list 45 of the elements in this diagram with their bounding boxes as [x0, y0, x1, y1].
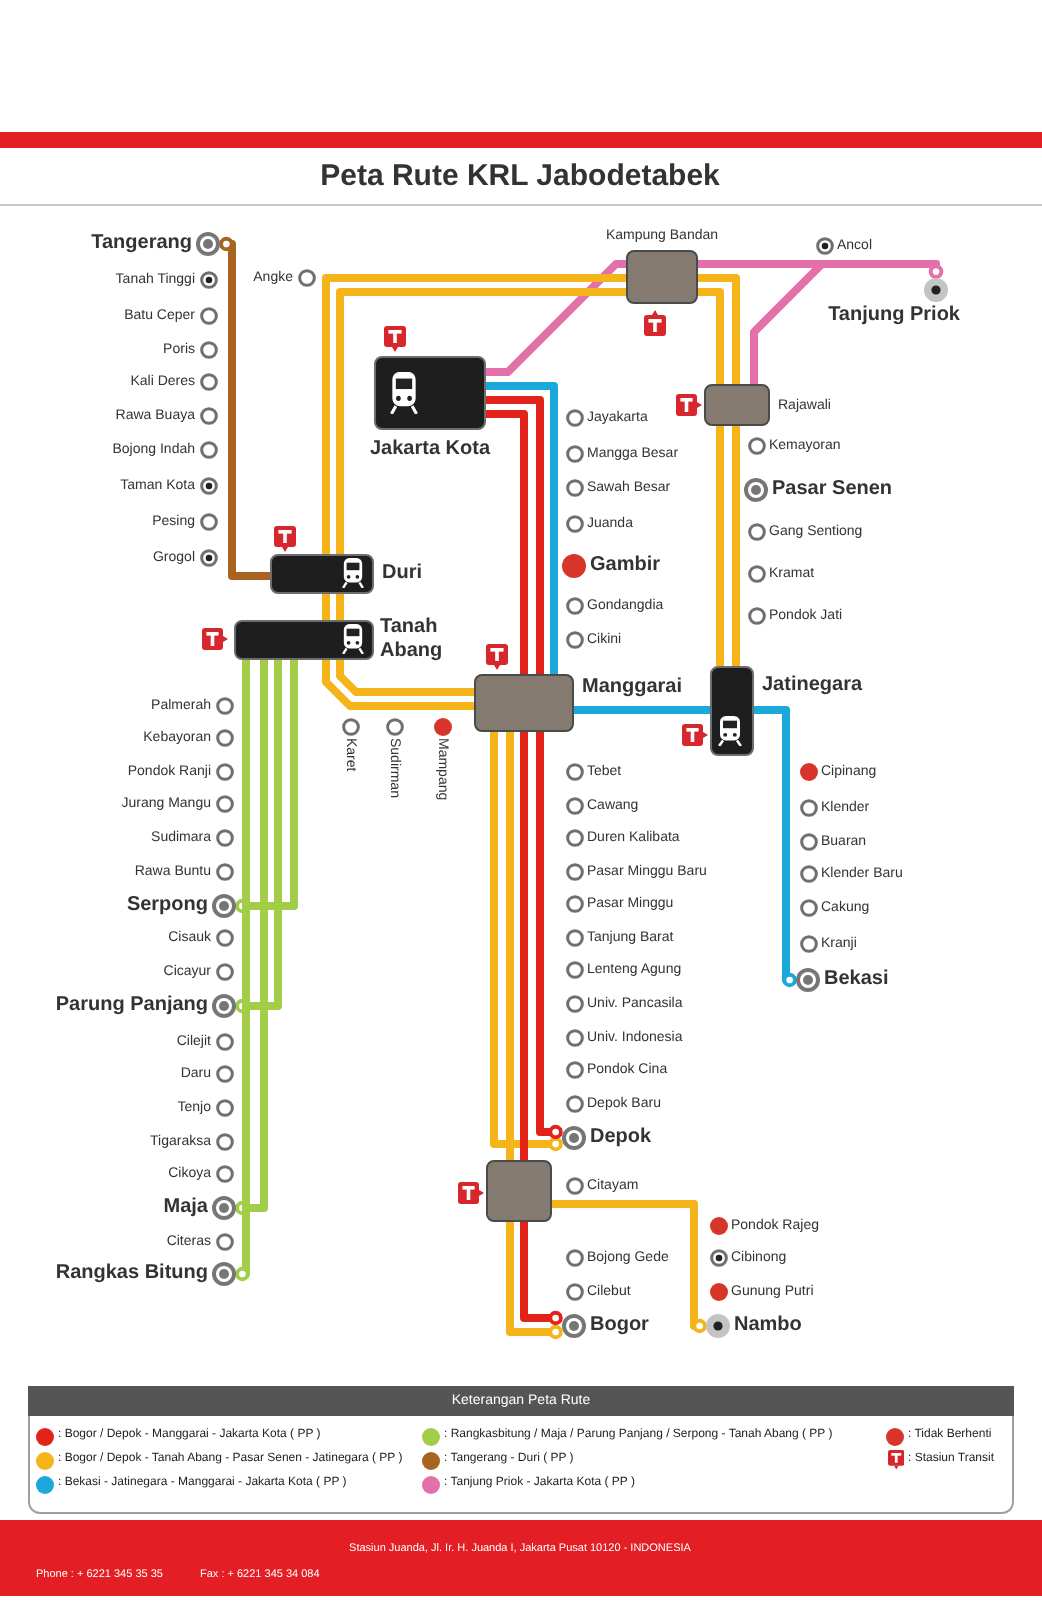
station-name: Pasar Senen — [772, 478, 893, 502]
station-name: Bekasi — [824, 968, 889, 992]
station-name: Nambo — [734, 1314, 802, 1338]
route-line — [235, 660, 250, 1282]
route-line — [486, 410, 528, 674]
station-name: Depok — [590, 1126, 652, 1150]
route-line — [520, 1222, 563, 1326]
route-line — [716, 426, 724, 666]
route-line — [219, 236, 270, 580]
station-name: Parung Panjang — [55, 994, 208, 1018]
route-line — [552, 1200, 707, 1334]
station-name: Rangkas Bitung — [55, 1262, 208, 1286]
station-name: Bogor — [590, 1314, 649, 1338]
route-line — [520, 732, 528, 1160]
map-title: Peta Rute KRL Jabodetabek — [320, 159, 720, 193]
route-line — [506, 732, 514, 1160]
station-name: Manggarai — [582, 676, 683, 700]
route-line — [732, 426, 740, 666]
route-line — [235, 660, 268, 1216]
route-line — [486, 260, 626, 376]
station-name: Duri — [382, 562, 422, 586]
route-line — [574, 706, 710, 714]
station-name: Tanjung Priok — [828, 304, 960, 328]
station-name: Jatinegara — [762, 674, 863, 698]
route-line — [336, 660, 474, 696]
station-name: Gambir — [590, 554, 661, 578]
route-line — [322, 594, 330, 620]
route-line — [536, 732, 563, 1140]
station-name: Maja — [163, 1196, 208, 1220]
route-line — [235, 660, 298, 914]
station-name: Serpong — [126, 894, 208, 918]
route-line — [750, 260, 944, 384]
station-name: Tangerang — [91, 232, 192, 256]
station-name: Jakarta Kota — [369, 438, 491, 462]
route-line — [698, 274, 740, 384]
route-line — [486, 382, 558, 674]
route-line — [698, 288, 724, 384]
route-line — [754, 706, 797, 988]
route-line — [322, 660, 474, 710]
route-line — [235, 660, 282, 1014]
route-line — [490, 732, 563, 1152]
route-line — [486, 396, 544, 674]
station-name: Tanah Abang — [380, 616, 443, 664]
route-line — [336, 594, 344, 620]
route-line — [506, 1222, 563, 1340]
